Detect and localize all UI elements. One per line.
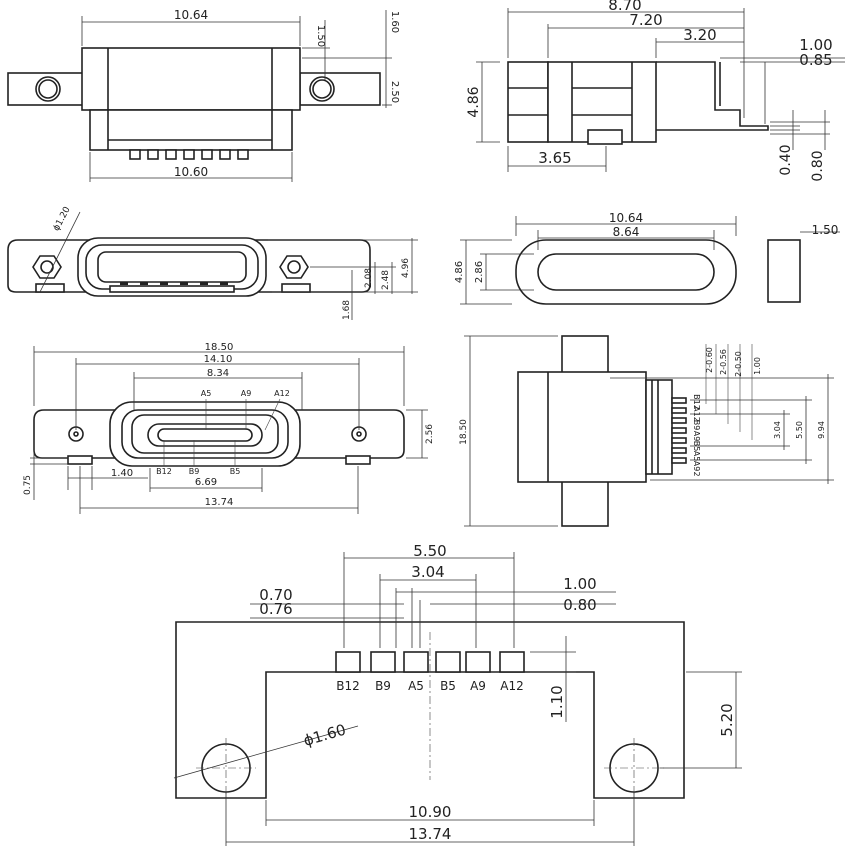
- fp-pin-a12: A12: [500, 679, 523, 693]
- dim-864: 8.64: [613, 225, 640, 239]
- dim-1850: 18.50: [205, 342, 234, 353]
- view-side: 8.70 7.20 3.20 1.00 0.85 4.86 3.65 0.40 …: [466, 0, 845, 182]
- dim-150-seal: 1.50: [812, 223, 839, 237]
- pins-front: [129, 149, 249, 160]
- dim-080: 0.80: [810, 150, 826, 181]
- fp-dim-110: 1.10: [548, 685, 566, 718]
- dim-2x050: 2-0.50: [734, 351, 743, 377]
- fp-pin-b9: B9: [375, 679, 391, 693]
- dim-994: 9.94: [817, 421, 826, 439]
- side-pin-6: A5: [692, 451, 701, 462]
- dim-1064-seal: 10.64: [609, 211, 643, 225]
- dim-140: 1.40: [111, 468, 133, 479]
- fp-pin-b12: B12: [336, 679, 360, 693]
- pin-label-b5: B5: [230, 467, 241, 476]
- pin-label-b12: B12: [156, 467, 172, 476]
- fp-dim-070: 0.70: [259, 586, 292, 604]
- dim-100-side: 1.00: [753, 357, 762, 375]
- dim-286: 2.86: [474, 261, 485, 283]
- hole-160: ϕ1.60: [301, 721, 348, 750]
- fp-pin-b5: B5: [440, 679, 456, 693]
- view-front-pins: 18.50 14.10 8.34 A5 A9 A12 B12 B9 B5 2.5…: [23, 342, 435, 514]
- fp-pin-a5: A5: [408, 679, 424, 693]
- view-front-flange: ϕ1.20 4.96 2.48 2.08 1.68: [7, 205, 418, 320]
- dim-496: 4.96: [401, 258, 411, 278]
- pin-label-b9: B9: [189, 467, 200, 476]
- pin-label-a9: A9: [241, 389, 252, 398]
- dim-720: 7.20: [629, 11, 662, 29]
- dim-2x060: 2-0.60: [705, 347, 714, 373]
- dim-085: 0.85: [799, 51, 832, 69]
- pins-side: [671, 397, 687, 464]
- dim-160: 1.60: [389, 11, 400, 33]
- dim-550-side: 5.50: [795, 421, 804, 439]
- dim-1374: 13.74: [205, 497, 234, 508]
- dim-040: 0.40: [778, 144, 794, 175]
- side-pin-4: A9: [692, 431, 701, 442]
- dim-834: 8.34: [207, 368, 229, 379]
- dim-486: 4.86: [466, 86, 482, 117]
- pins-footprint: [335, 651, 525, 673]
- dim-100: 1.00: [799, 36, 832, 54]
- pin-label-a12: A12: [274, 389, 290, 398]
- dim-075: 0.75: [23, 475, 33, 495]
- dim-669: 6.69: [195, 477, 217, 488]
- fp-pin-a9: A9: [470, 679, 486, 693]
- pin-label-a5: A5: [201, 389, 212, 398]
- dim-304-side: 3.04: [773, 421, 782, 439]
- side-pin-8: 2: [692, 471, 701, 476]
- fp-dim-076: 0.76: [259, 600, 292, 618]
- dim-1060: 10.60: [174, 165, 208, 179]
- pins-front-flange: [120, 282, 228, 285]
- dim-870: 8.70: [608, 0, 641, 14]
- dim-256: 2.56: [425, 424, 435, 444]
- side-pin-3: B9: [692, 420, 701, 431]
- view-footprint: B12 B9 A5 B5 A9 A12 ϕ1.60 5.50 3.04 1.00…: [173, 542, 742, 846]
- dim-248: 2.48: [381, 270, 391, 290]
- side-pin-1: B12: [692, 394, 701, 410]
- view-seal: 10.64 8.64 4.86 2.86 1.50: [454, 211, 840, 305]
- dim-1850-side: 18.50: [459, 419, 469, 445]
- fp-dim-520: 5.20: [718, 703, 736, 736]
- hole-120: ϕ1.20: [52, 205, 73, 233]
- dim-168: 1.68: [342, 300, 352, 320]
- fp-dim-1090: 10.90: [409, 803, 452, 821]
- view-front: 10.64 10.60 1.50 1.60 2.50: [7, 8, 400, 182]
- dim-486-seal: 4.86: [454, 261, 465, 283]
- fp-dim-080: 0.80: [563, 596, 596, 614]
- dim-250: 2.50: [389, 81, 400, 103]
- dim-365: 3.65: [538, 149, 571, 167]
- dim-1064: 10.64: [174, 8, 208, 22]
- side-pin-7: A9: [692, 461, 701, 472]
- view-side-pins: B12 A12 B9 A9 B5 A5 A9 2 18.50 2-0.60 2-…: [459, 335, 834, 527]
- fp-dim-304: 3.04: [411, 563, 444, 581]
- dim-208: 2.08: [364, 268, 374, 288]
- dim-1410: 14.10: [204, 354, 233, 365]
- dim-150: 1.50: [315, 25, 326, 47]
- dim-2x056: 2-0.56: [719, 349, 728, 375]
- fp-dim-550: 5.50: [413, 542, 446, 560]
- dim-320: 3.20: [683, 26, 716, 44]
- fp-dim-100: 1.00: [563, 575, 596, 593]
- fp-dim-1374: 13.74: [409, 825, 452, 843]
